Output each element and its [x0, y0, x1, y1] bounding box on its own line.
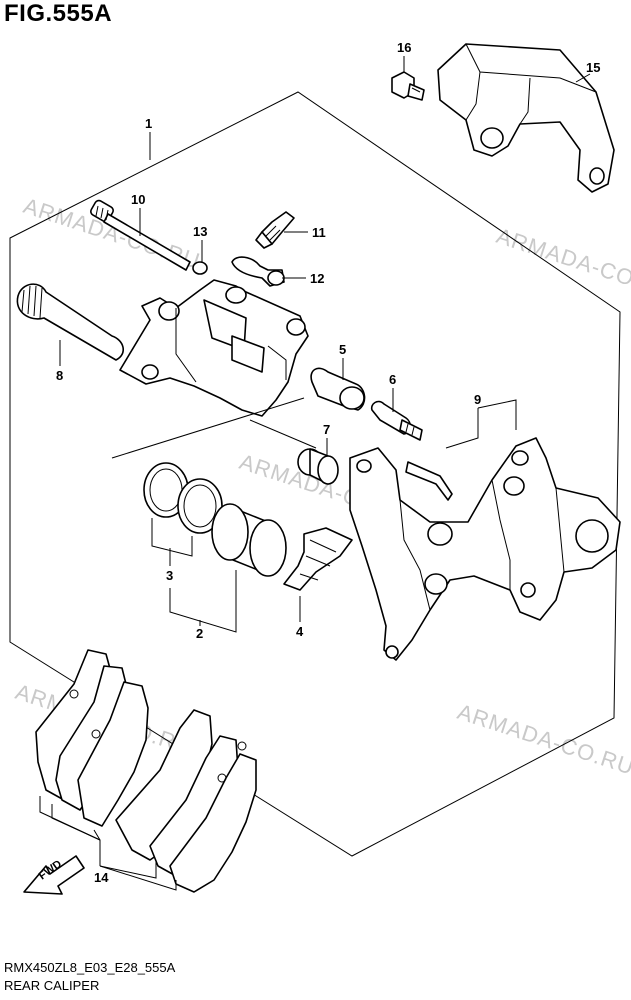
caliper-bracket-part-15	[437, 43, 615, 193]
caliper-body	[119, 279, 309, 417]
o-ring-part-13	[192, 261, 208, 275]
sleeve-pin-part-6	[370, 400, 423, 441]
figure-title: FIG.555A	[4, 0, 113, 27]
brake-pads-part-14	[35, 649, 257, 893]
callout-7: 7	[323, 422, 330, 437]
callout-5: 5	[339, 342, 346, 357]
pin-bolt-part-10	[90, 199, 191, 271]
callout-15: 15	[586, 60, 600, 75]
callout-1: 1	[145, 116, 152, 131]
slide-pin-part-8	[16, 283, 124, 361]
boot-part-7	[297, 448, 339, 485]
boot-part-5	[310, 367, 366, 411]
figure-code: RMX450ZL8_E03_E28_555A	[4, 960, 176, 975]
callout-11: 11	[312, 225, 326, 240]
callout-6: 6	[389, 372, 396, 387]
piston-part-2	[211, 503, 287, 577]
leader-lines	[39, 56, 591, 891]
callout-labels: 1 2 3 4 5 6 7 8 9 10 11 12 13 14 15 16	[56, 40, 600, 885]
bleeder-cap-part-12	[231, 256, 285, 287]
callout-10: 10	[131, 192, 145, 207]
callout-2: 2	[196, 626, 203, 641]
bleeder-valve-part-11	[255, 211, 295, 249]
callout-9: 9	[474, 392, 481, 407]
pad-spring-part-4	[283, 527, 353, 591]
watermark-5: ARMADA-CO.RU	[454, 699, 631, 780]
callout-4: 4	[296, 624, 304, 639]
callout-14: 14	[94, 870, 109, 885]
callout-3: 3	[166, 568, 173, 583]
forward-direction-arrow: FWD	[23, 855, 85, 895]
watermark-2: ARMADA-CO.RU	[493, 223, 631, 304]
piston-seals-part-3	[143, 462, 223, 534]
callout-13: 13	[193, 224, 207, 239]
callout-16: 16	[397, 40, 411, 55]
figure-caption: REAR CALIPER	[4, 978, 100, 993]
callout-12: 12	[310, 271, 324, 286]
assembly-outline	[9, 91, 621, 857]
caliper-support-part-9	[349, 437, 621, 661]
bolt-part-16	[391, 71, 425, 101]
callout-8: 8	[56, 368, 63, 383]
